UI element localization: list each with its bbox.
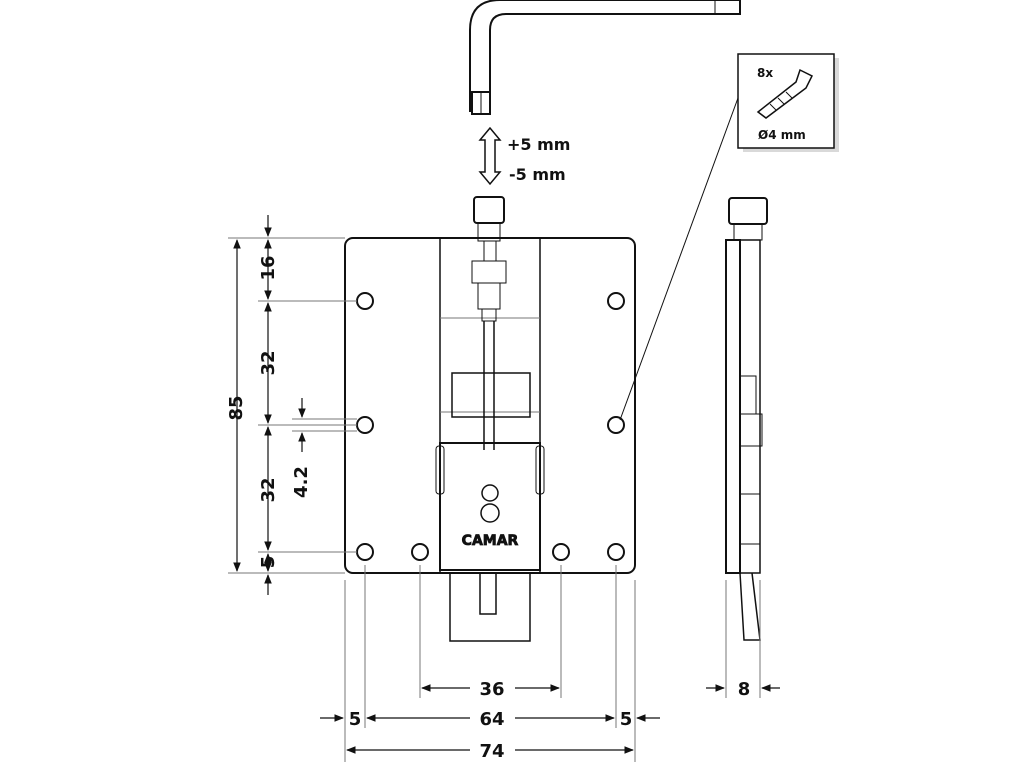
dim-depth: 8 — [738, 679, 751, 700]
dim-hole-spacing-upper: 32 — [258, 350, 279, 375]
dim-side-right: 5 — [620, 709, 633, 730]
screw-icon — [756, 68, 814, 119]
hole — [607, 416, 625, 434]
dim-height-total: 85 — [226, 395, 247, 420]
dim-hole-spacing-lower: 32 — [258, 477, 279, 502]
dim-width-holes: 64 — [479, 709, 504, 730]
horizontal-dimensions — [320, 565, 780, 762]
mounting-plate-side-view — [725, 197, 768, 641]
hole — [411, 543, 429, 561]
dim-bottom-offset: 5 — [258, 556, 279, 569]
brand-label: CAMAR — [462, 533, 519, 549]
vertical-dimensions — [228, 215, 357, 595]
adjustment-arrow-icon — [478, 126, 502, 186]
screw-count-label: 8x — [757, 66, 773, 80]
allen-key-icon — [469, 0, 741, 115]
hole — [607, 543, 625, 561]
hole — [552, 543, 570, 561]
leader-line — [619, 97, 739, 421]
mounting-holes — [356, 292, 625, 561]
hole — [607, 292, 625, 310]
hole — [356, 292, 374, 310]
screw-diameter-label: Ø4 mm — [758, 128, 806, 142]
dim-hole-offset: 4.2 — [291, 466, 312, 498]
screw-info-box — [737, 53, 839, 152]
dim-side-left: 5 — [349, 709, 362, 730]
adjustment-plus-label: +5 mm — [507, 135, 570, 154]
dim-width-total: 74 — [479, 741, 504, 762]
mounting-plate-front-view — [344, 196, 636, 642]
hole — [356, 543, 374, 561]
adjustment-minus-label: -5 mm — [509, 165, 566, 184]
hole — [356, 416, 374, 434]
dim-top-offset: 16 — [258, 255, 279, 280]
dim-width-inner: 36 — [479, 679, 504, 700]
